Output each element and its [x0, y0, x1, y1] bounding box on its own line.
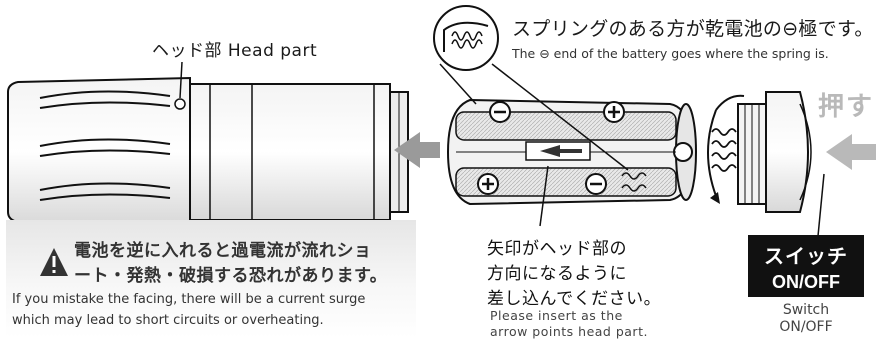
- insert-note-en-1: Please insert as the: [490, 308, 623, 323]
- push-label: 押す: [818, 92, 875, 122]
- switch-label-box: スイッチ ON/OFF: [748, 235, 864, 297]
- spring-note-en: The ⊖ end of the battery goes where the …: [512, 46, 829, 61]
- switch-leader-line: [817, 173, 825, 237]
- insert-note-en-2: arrow points head part.: [490, 324, 648, 339]
- switch-label-onoff: ON/OFF: [772, 272, 840, 292]
- head-leader-line: [179, 61, 183, 99]
- spring-callout: [433, 5, 629, 171]
- insert-leader-line: [539, 165, 549, 227]
- warning-text-jp-1: 電池を逆に入れると過電流が流れショ: [74, 241, 372, 261]
- switch-cap: [711, 91, 812, 213]
- rotate-arrow-icon: [707, 94, 745, 204]
- head-part: [7, 76, 409, 228]
- insert-note-jp-2: 方向になるように: [487, 264, 627, 284]
- push-arrow-icon: [826, 134, 876, 170]
- switch-label-en: Switch ON/OFF: [760, 302, 852, 336]
- left-arrow-icon: [394, 132, 440, 168]
- insert-note-jp-1: 矢印がヘッド部の: [487, 239, 627, 259]
- warning-box: [6, 220, 416, 338]
- warning-text-en-2: which may lead to short circuits or over…: [12, 313, 324, 328]
- switch-label-en-1: Switch: [782, 302, 830, 318]
- spring-note-jp: スプリングのある方が乾電池の⊖極です。: [512, 18, 874, 40]
- switch-label-jp: スイッチ: [764, 244, 848, 268]
- warning-text-en-1: If you mistake the facing, there will be…: [12, 292, 366, 307]
- warning-triangle-icon: [40, 248, 68, 276]
- battery-holder: [446, 98, 697, 206]
- head-part-label: ヘッド部 Head part: [152, 41, 318, 61]
- insert-note-jp-3: 差し込んでください。: [487, 289, 662, 309]
- switch-label-en-2: ON/OFF: [779, 319, 833, 335]
- warning-text-jp-2: ート・発熱・破損する恐れがあります。: [74, 266, 388, 286]
